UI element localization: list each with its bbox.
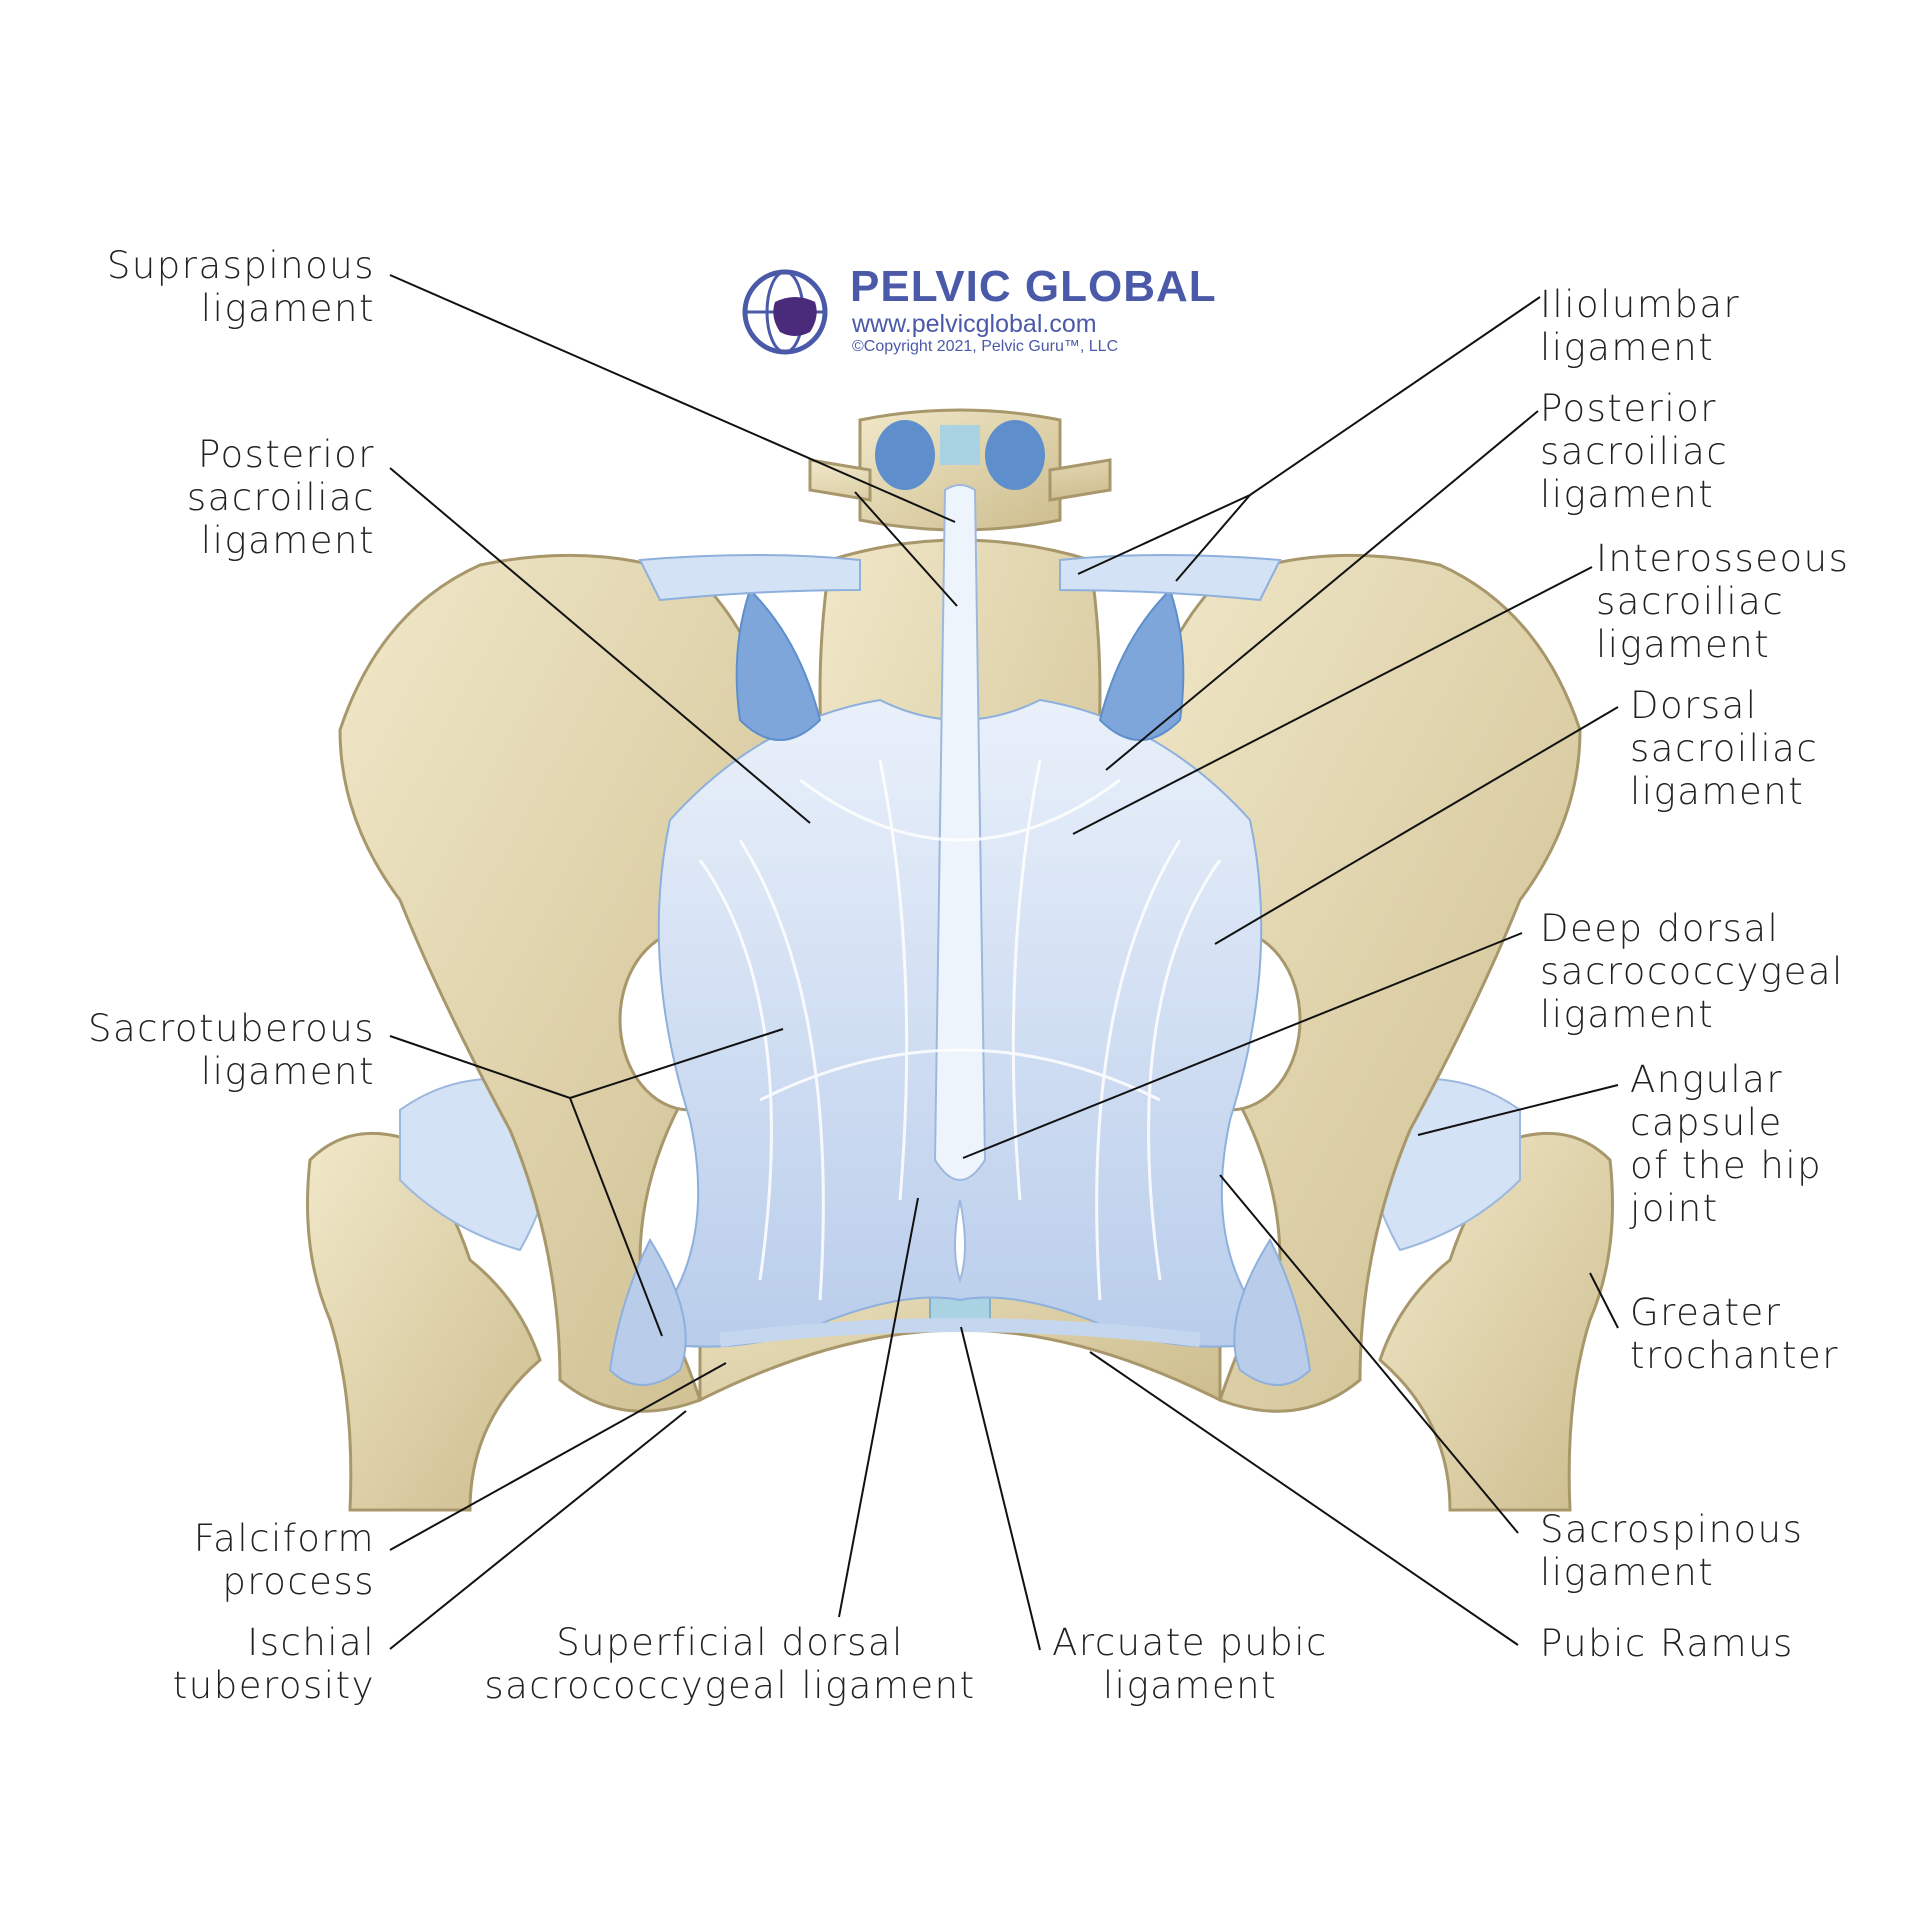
label-pubic-ramus: Pubic Ramus <box>1540 1622 1794 1665</box>
leader-sacrotuberous-c <box>569 1097 663 1337</box>
logo-brand-text: PELVIC GLOBAL <box>850 262 1217 311</box>
leader-sacrospinous <box>1219 1174 1519 1534</box>
leader-iliolumbar-b <box>1077 494 1251 575</box>
leader-falciform <box>389 1362 727 1551</box>
lumbar-vertebra <box>808 408 1112 532</box>
leader-lines <box>389 274 1619 1651</box>
leader-pubic-ramus <box>1089 1351 1519 1646</box>
leader-dorsal-si <box>1214 706 1619 945</box>
leader-posterior-si-left <box>389 467 811 824</box>
pelvic-global-logo: PELVIC GLOBAL www.pelvicglobal.com ©Copy… <box>740 262 1216 362</box>
leader-posterior-si-right <box>1105 410 1539 771</box>
leader-deep-dorsal <box>962 932 1523 1159</box>
leader-arcuate <box>960 1326 1041 1651</box>
leader-supraspinous-b <box>854 491 958 607</box>
leader-sacrotuberous-b <box>569 1028 784 1099</box>
leader-supraspinous <box>389 274 956 523</box>
leader-iliolumbar-a <box>1249 296 1541 496</box>
leader-angular-capsule <box>1417 1084 1619 1136</box>
ligaments <box>608 484 1312 1386</box>
leader-sacrotuberous-a <box>389 1035 571 1099</box>
logo-url-text[interactable]: www.pelvicglobal.com <box>852 310 1097 338</box>
globe-logo-icon <box>742 269 828 355</box>
logo-copyright-text: ©Copyright 2021, Pelvic Guru™, LLC <box>852 338 1119 355</box>
leader-interosseous <box>1072 566 1593 835</box>
leader-greater-trochanter <box>1589 1272 1619 1329</box>
leader-superficial-dorsal <box>838 1197 919 1618</box>
leader-ischial <box>389 1410 687 1650</box>
leader-iliolumbar-c <box>1175 494 1251 582</box>
